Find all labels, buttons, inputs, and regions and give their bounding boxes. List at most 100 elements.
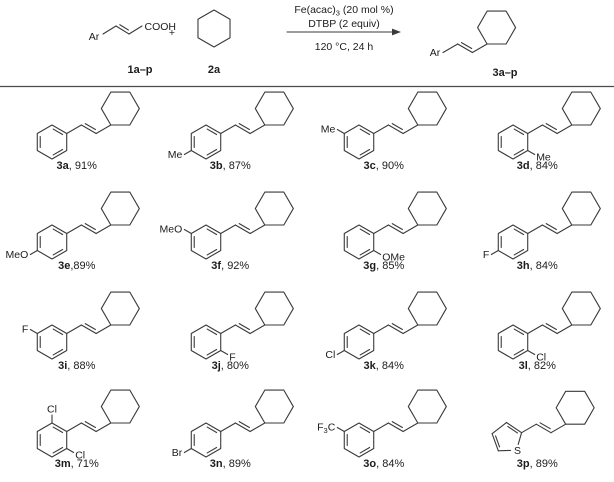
bond-line [513, 228, 524, 236]
molecule-structure-3h: F [483, 191, 601, 261]
caption-separator: , [222, 458, 229, 470]
bond-line [359, 228, 371, 236]
compound-id: 3d [516, 160, 530, 172]
molecule-structure-3o: F3C [317, 389, 448, 458]
bond-line [402, 422, 419, 433]
bond-line [526, 149, 535, 156]
bond-line [545, 223, 557, 231]
product-cell-3a: 3a, 91% [0, 88, 154, 188]
bond-line [219, 124, 236, 135]
bond-line [95, 224, 112, 235]
bond-line [471, 43, 488, 54]
caption-3n: 3n, 89% [210, 458, 251, 471]
ring [197, 9, 231, 48]
bond-line [541, 224, 558, 235]
compound-yield: 89% [228, 458, 251, 470]
ring [36, 324, 68, 360]
compound-yield: 80% [226, 360, 249, 372]
ring [190, 422, 222, 458]
caption-3l: 3l, 82% [519, 360, 556, 373]
bond-line [234, 422, 251, 433]
ring [497, 324, 529, 360]
ring [254, 191, 294, 226]
bond-line [30, 328, 39, 335]
compound-id: 3c [363, 160, 376, 172]
bond-line [219, 422, 236, 433]
caption-separator: , [529, 458, 536, 470]
caption-3g: 3g, 85% [363, 260, 404, 273]
ring [561, 291, 601, 326]
caption-3k: 3k, 84% [364, 360, 404, 373]
ring [36, 422, 68, 458]
caption-3b: 3b, 87% [210, 160, 251, 173]
substituent-label: F3C [317, 422, 336, 436]
bond-line [52, 148, 64, 156]
bond-line [249, 422, 266, 433]
caption-separator: , [529, 260, 536, 272]
caption-3f: 3f, 92% [211, 260, 249, 273]
condition-catalyst-loading: (20 mol %) [340, 4, 394, 16]
bond-line [388, 124, 404, 135]
substituent-label: Me [167, 149, 182, 161]
ring [190, 224, 222, 260]
bond-line [81, 422, 97, 433]
molecule-structure-3d: Me [497, 91, 601, 164]
substituent-label: Cl [75, 450, 85, 462]
ring [101, 91, 141, 126]
bond-line [388, 224, 404, 235]
bond-line [52, 228, 64, 236]
substituent-label: MeO [6, 249, 29, 261]
condition-catalyst-subscript: 3 [336, 9, 340, 18]
molecule-structure-3n: Br [172, 389, 294, 459]
molecule-structure-3f: MeO [159, 191, 294, 260]
ring [408, 191, 448, 226]
bond-line [556, 124, 573, 135]
bond-line [66, 124, 83, 135]
bond-line [95, 324, 112, 335]
ring [497, 224, 529, 260]
substituent-label: F [483, 249, 489, 261]
bond-line [541, 124, 558, 135]
reactant1-number: 1a–p [127, 64, 152, 76]
bond-line [52, 248, 64, 256]
caption-3m: 3m, 71% [55, 458, 99, 471]
product-cell-3h: F 3h, 84% [461, 188, 614, 288]
molecule-structure-3c: Me [321, 91, 448, 160]
compound-yield: 89% [73, 260, 96, 272]
bond-line [460, 42, 473, 50]
ring [101, 389, 141, 424]
scheme-bonds-and-arrow [102, 9, 517, 54]
condition-line2: DTBP (2 equiv) [308, 18, 380, 30]
bond-line [545, 323, 557, 331]
compound-yield: 84% [535, 260, 558, 272]
bond-line [95, 422, 112, 433]
bond-line [206, 426, 217, 434]
caption-separator: , [70, 260, 74, 272]
caption-3p: 3p, 89% [517, 458, 558, 471]
ring [408, 91, 448, 126]
bond-line [402, 324, 419, 335]
bond-line [494, 435, 500, 448]
bond-line [206, 128, 217, 136]
molecule-structure-3l: Cl [497, 291, 601, 364]
bond-line [206, 348, 217, 356]
arrow-head [392, 28, 401, 36]
molecule-structure-3g: OMe [343, 191, 448, 264]
caption-3o: 3o, 84% [363, 458, 404, 471]
bond-line [219, 349, 228, 356]
caption-3h: 3h, 84% [517, 260, 558, 273]
molecule-structure-3k: Cl [326, 291, 448, 361]
bond-line [490, 249, 499, 256]
ring [408, 291, 448, 326]
bond-line [81, 224, 97, 235]
bond-line [556, 324, 573, 335]
product-cell-3b: Me 3b, 87% [154, 88, 308, 188]
compound-id: 3l [518, 360, 528, 372]
molecule-structure-3p: S [491, 390, 595, 457]
compound-yield: 88% [73, 360, 96, 372]
ring [477, 10, 517, 45]
molecule-structure-3e: MeO [6, 191, 141, 261]
